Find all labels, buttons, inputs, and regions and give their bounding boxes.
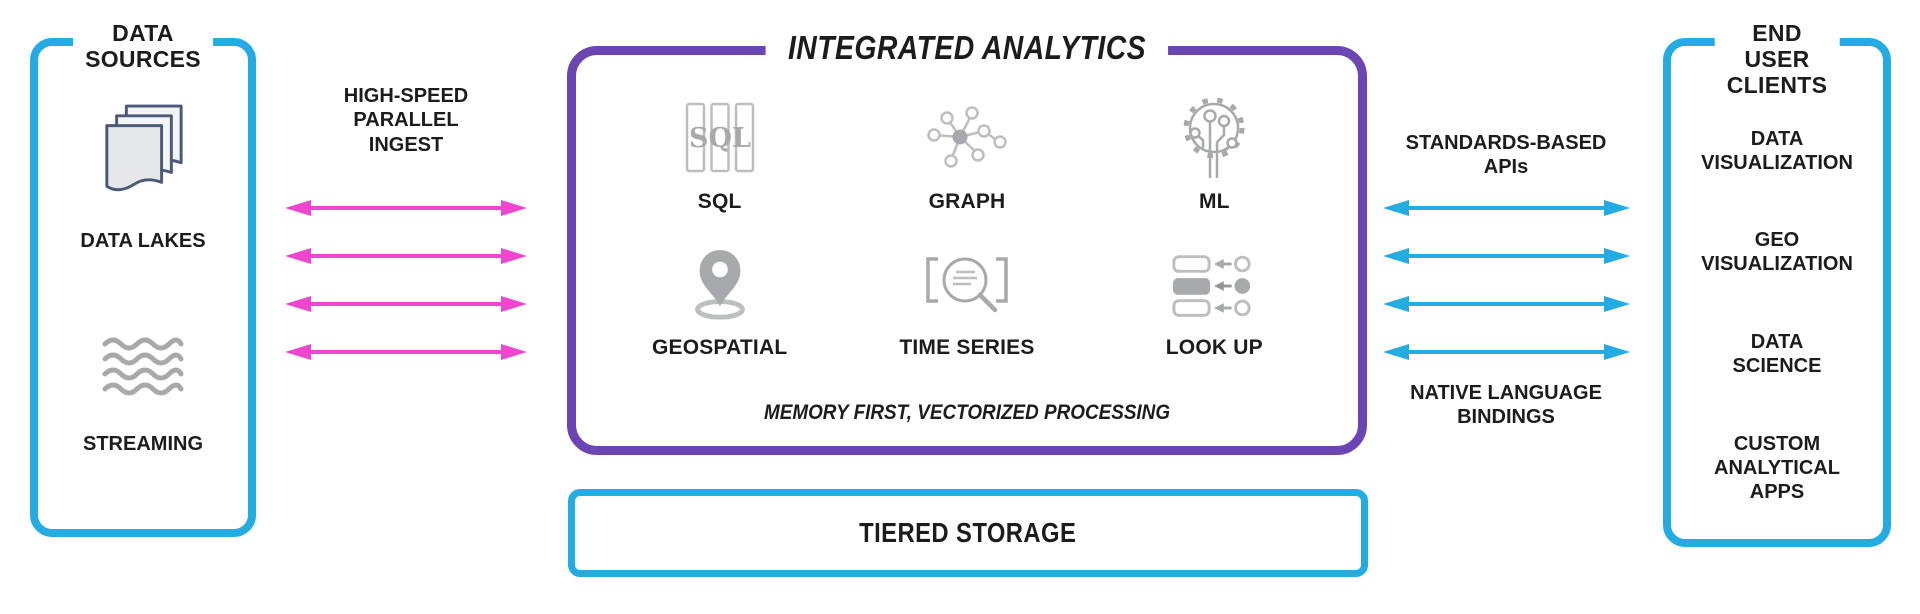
capability-label: LOOK UP (1165, 336, 1263, 359)
ml-icon (1174, 97, 1254, 178)
analytics-footnote: MEMORY FIRST, VECTORIZED PROCESSING (763, 401, 1171, 424)
data-lakes-icon (99, 102, 187, 209)
capability-label: GRAPH (928, 190, 1006, 213)
client-item-data-science: DATA SCIENCE (1732, 331, 1822, 377)
api-arrow-2 (1383, 248, 1630, 264)
data-sources-title: DATA SOURCES (73, 20, 213, 72)
capability-label: GEOSPATIAL (651, 336, 788, 359)
native-language-bindings-label: NATIVE LANGUAGE BINDINGS (1410, 382, 1602, 429)
streaming-icon (101, 334, 185, 401)
capability-row-1: SQL SQL (596, 97, 1338, 214)
data-sources-box: DATA SOURCES DATA LAKES (30, 20, 256, 537)
look-up-icon (1171, 249, 1257, 323)
data-lakes-label: DATA LAKES (80, 230, 206, 252)
ingest-label: HIGH-SPEED PARALLEL INGEST (343, 85, 469, 156)
capability-geospatial: GEOSPATIAL (604, 249, 836, 360)
graph-icon (926, 99, 1008, 177)
svg-text:SQL: SQL (689, 123, 751, 154)
api-arrow-4 (1383, 344, 1630, 360)
client-item-data-visualization: DATA VISUALIZATION (1701, 128, 1853, 174)
tiered-storage-box: TIERED STORAGE (568, 489, 1368, 577)
ingest-arrow-1 (285, 200, 527, 216)
capability-time-series: TIME SERIES (851, 249, 1083, 360)
sql-icon: SQL (683, 99, 757, 177)
capability-look-up: LOOK UP (1098, 249, 1330, 360)
ingest-arrow-4 (285, 344, 527, 360)
ingest-arrow-3 (285, 296, 527, 312)
time-series-icon (921, 249, 1013, 323)
integrated-analytics-box: INTEGRATED ANALYTICS SQL SQL (567, 31, 1367, 455)
capability-label: SQL (697, 190, 742, 213)
capability-row-2: GEOSPATIAL (596, 249, 1338, 360)
api-arrow-1 (1383, 200, 1630, 216)
geospatial-icon (684, 249, 756, 323)
standards-based-apis-label: STANDARDS-BASED APIs (1405, 132, 1607, 179)
integrated-analytics-title: INTEGRATED ANALYTICS (765, 31, 1169, 64)
capability-ml: ML (1098, 97, 1330, 214)
end-user-clients-title: END USER CLIENTS (1714, 20, 1840, 98)
client-item-geo-visualization: GEO VISUALIZATION (1701, 229, 1853, 275)
ingest-arrow-2 (285, 248, 527, 264)
streaming-label: STREAMING (83, 433, 203, 455)
capability-sql: SQL SQL (604, 99, 836, 214)
client-item-custom-analytical-apps: CUSTOM ANALYTICAL APPS (1714, 433, 1840, 503)
capability-label: TIME SERIES (899, 336, 1035, 359)
end-user-clients-box: END USER CLIENTS DATA VISUALIZATION GEO … (1663, 20, 1891, 547)
api-arrow-3 (1383, 296, 1630, 312)
capability-graph: GRAPH (851, 99, 1083, 214)
tiered-storage-label: TIERED STORAGE (859, 517, 1077, 548)
capability-label: ML (1198, 190, 1230, 213)
